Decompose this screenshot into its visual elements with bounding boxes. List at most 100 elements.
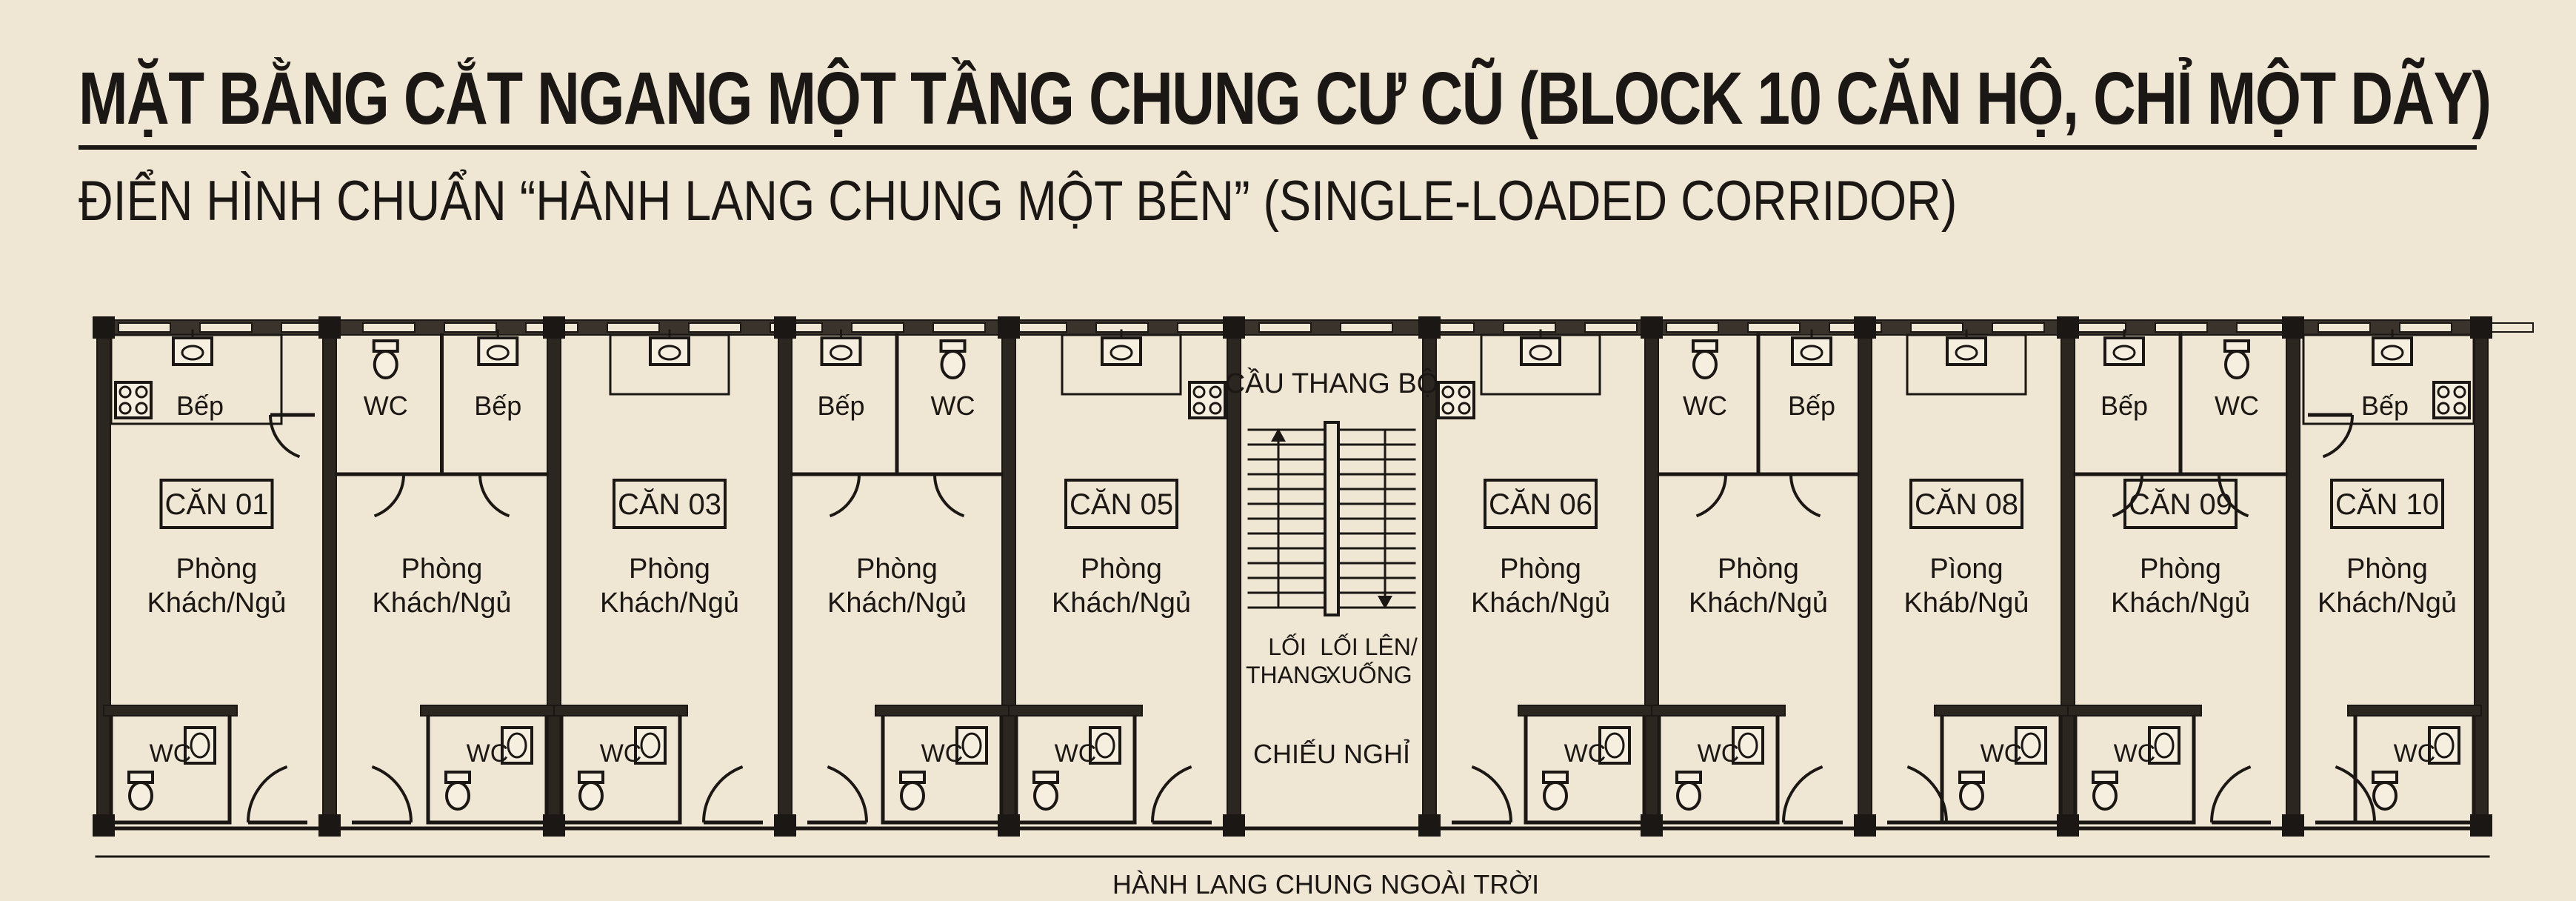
room-label-line1: Phòng: [1081, 553, 1162, 585]
unit-entrance-door: [1782, 765, 1843, 825]
wc-label: WC: [1055, 739, 1097, 768]
door-swing: [1906, 765, 1948, 823]
sink-icon: [172, 329, 213, 366]
window-glazing: [2155, 322, 2208, 333]
sink-basin: [2372, 336, 2413, 366]
partition-wall: [547, 319, 561, 834]
toilet-tank: [2223, 339, 2250, 353]
title-underline: [79, 145, 2477, 150]
window-glazing: [362, 322, 416, 333]
window-glazing: [1258, 322, 1312, 333]
wc-label: WC: [600, 739, 642, 768]
wc-label: WC: [921, 739, 964, 768]
stove-burner: [2437, 385, 2450, 399]
unit-name: CĂN 08: [1915, 488, 2018, 521]
door-swing: [2210, 765, 2252, 823]
toilet-bowl: [2372, 781, 2398, 811]
toilet-icon: [372, 339, 399, 379]
bathroom-lintel: [1934, 705, 2069, 717]
service-room-label: WC: [1683, 390, 1727, 421]
room-label-line1: Pìong: [1929, 553, 2003, 585]
toilet-icon: [939, 339, 967, 379]
stove-burner: [135, 402, 148, 415]
room-label-line2: Khách/Ngủ: [2318, 588, 2457, 619]
unit-name: CĂN 01: [164, 488, 268, 521]
toilet-bowl: [373, 350, 398, 379]
door-swing: [829, 473, 861, 518]
toilet-icon: [899, 771, 926, 811]
window-glazing: [1340, 322, 1393, 333]
partition-wall: [96, 319, 111, 834]
room-label-line1: Phòng: [401, 553, 483, 585]
toilet-icon: [578, 771, 604, 811]
bathroom-lintel: [420, 705, 555, 717]
unit-entrance-door: [247, 765, 307, 825]
sink-bowl: [658, 345, 681, 361]
window-glazing: [1503, 322, 1556, 333]
wc-label: WC: [1564, 739, 1606, 768]
toilet-bowl: [1033, 781, 1058, 811]
partition-wall: [2061, 319, 2075, 834]
room-label-line2: Khách/Ngủ: [372, 588, 511, 619]
basin-icon: [1089, 726, 1121, 765]
sink-bowl: [181, 345, 204, 361]
stove-burner: [119, 385, 132, 399]
window-glazing: [932, 322, 986, 333]
stove-burner: [2437, 402, 2450, 415]
sink-bowl: [2380, 345, 2404, 361]
basin-bowl: [190, 732, 210, 759]
toilet-tank: [127, 771, 154, 784]
toilet-tank: [578, 771, 604, 784]
window-glazing: [607, 322, 660, 333]
kitchen-door: [2308, 413, 2354, 459]
service-door: [1789, 472, 1835, 518]
service-room-label: Bếp: [2100, 390, 2148, 421]
unit-entrance-door: [2210, 765, 2271, 825]
column: [1854, 814, 1876, 837]
toilet-icon: [1032, 771, 1059, 811]
window-glazing: [1177, 322, 1230, 333]
service-room-label: Bếp: [474, 390, 521, 421]
window-glazing: [1910, 322, 1963, 333]
sink-basin: [649, 336, 690, 366]
unit-name-box: [1484, 479, 1598, 529]
basin-icon: [2015, 726, 2047, 765]
toilet-bowl: [1692, 350, 1718, 379]
toilet-icon: [1692, 339, 1718, 379]
toilet-icon: [1958, 771, 1985, 811]
sink-basin: [1791, 336, 1832, 366]
window-glazing: [444, 322, 497, 333]
basin-icon: [634, 726, 667, 765]
wc-label: WC: [2114, 739, 2156, 768]
stair-right-label-2: XUỐNG: [1325, 662, 1412, 688]
partition-wall: [1001, 319, 1016, 834]
window-glazing: [1014, 322, 1067, 333]
door-swing: [373, 473, 405, 518]
room-label-line1: Phòng: [176, 553, 258, 585]
sink-bowl: [2112, 345, 2136, 361]
wc-label: WC: [2394, 739, 2436, 768]
toilet-tank: [899, 771, 926, 784]
unit-name: CĂN 10: [2335, 488, 2439, 521]
service-room-label: Bếp: [817, 390, 864, 421]
toilet-icon: [127, 771, 154, 811]
service-room-label: Bếp: [1788, 390, 1835, 421]
plan-subtitle: ĐIỂN HÌNH CHUẨN “HÀNH LANG CHUNG MỘT BÊN…: [79, 170, 1958, 233]
sink-basin: [1520, 336, 1561, 366]
window-glazing: [2073, 322, 2126, 333]
walls-layer: [93, 316, 2534, 858]
kitchen-counter: [110, 333, 283, 425]
column: [774, 814, 796, 837]
sink-bowl: [1110, 345, 1133, 361]
unit-entrance-door: [1887, 765, 1948, 825]
toilet-bowl: [2224, 350, 2249, 379]
sink-icon: [820, 329, 862, 366]
kitchen-counter: [2302, 333, 2475, 425]
toilet-icon: [444, 771, 471, 811]
